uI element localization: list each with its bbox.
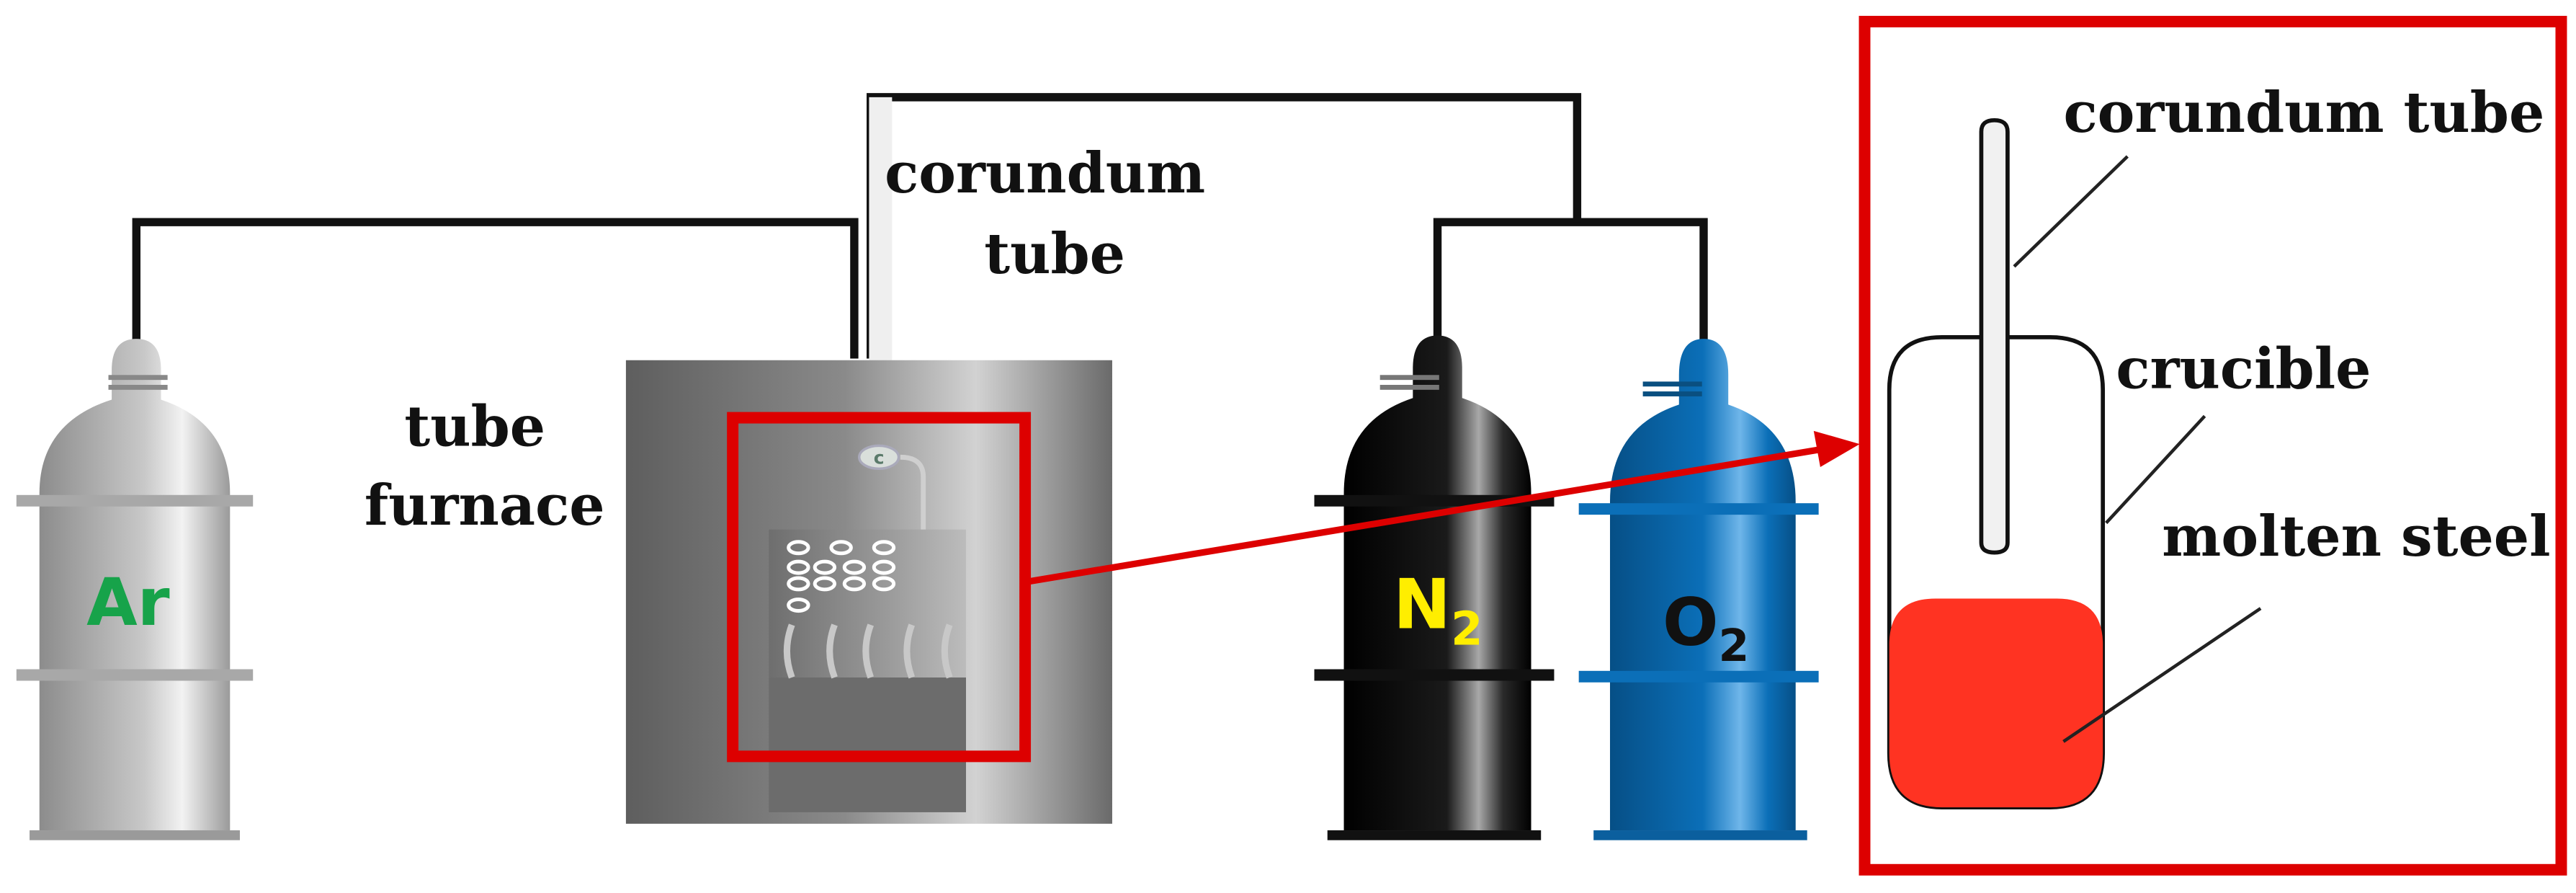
- leader-lines: [2013, 155, 2262, 743]
- corundum-tube-detail: [1979, 117, 2010, 555]
- main-supply-pipe: [867, 93, 1582, 359]
- furnace-highlight-box: [727, 412, 1032, 763]
- gas-pipelines: [132, 93, 1708, 359]
- zoom-arrow: [1024, 430, 1860, 586]
- o2-cylinder: O2: [1578, 339, 1819, 840]
- o2-label: O2: [1663, 583, 1749, 672]
- thermocouple-icon: [858, 444, 900, 470]
- furnace-base: [769, 677, 966, 812]
- tube-furnace-label: tube furnace: [365, 394, 605, 538]
- detail-molten-steel-label: molten steel: [2162, 504, 2550, 569]
- corundum-tube-exterior: [869, 97, 893, 360]
- detail-inset: [1859, 15, 2567, 876]
- n2-cylinder: N2: [1314, 335, 1555, 840]
- n2-o2-manifold-pipe: [1433, 218, 1708, 346]
- argon-label: Ar: [86, 564, 170, 641]
- argon-pipe: [132, 218, 859, 359]
- heating-element-openings: [787, 540, 896, 613]
- furnace-slats: [783, 623, 953, 679]
- corundum-tube-label: corundum tube: [885, 141, 1225, 287]
- n2-label: N2: [1393, 564, 1483, 657]
- argon-cylinder: Ar: [16, 339, 254, 840]
- svg-text:c: c: [874, 447, 885, 468]
- tube-furnace: c: [625, 360, 1112, 824]
- detail-crucible-label: crucible: [2116, 337, 2371, 402]
- thermocouple-wire: [900, 454, 926, 530]
- detail-corundum-tube-label: corundum tube: [2063, 80, 2544, 146]
- molten-steel-pool: [1889, 598, 2103, 808]
